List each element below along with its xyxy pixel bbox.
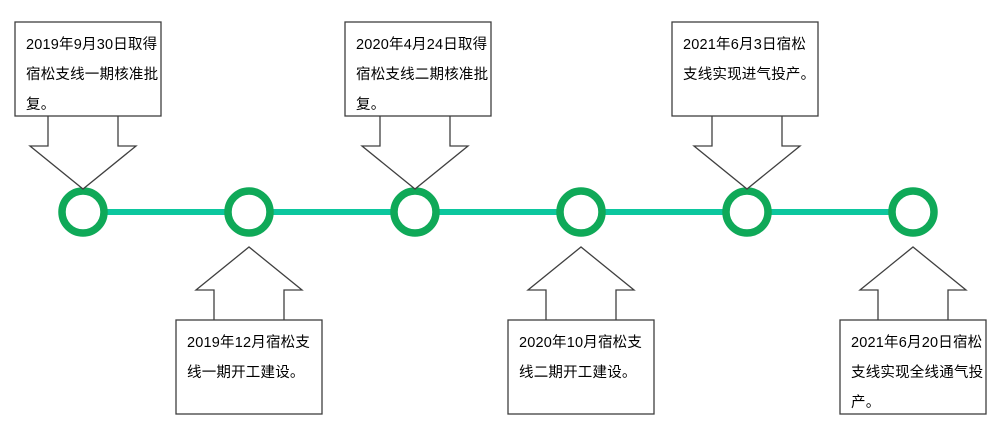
up-arrow-icon-3 xyxy=(858,246,968,322)
timeline-node-4[interactable] xyxy=(556,187,606,237)
callout-bottom-1-group[interactable] xyxy=(175,246,323,415)
callout-bottom-1-box[interactable] xyxy=(175,319,323,415)
callout-bottom-2-group[interactable] xyxy=(507,246,655,415)
up-arrow-icon-2 xyxy=(526,246,636,322)
down-arrow-icon-2 xyxy=(360,114,470,190)
callout-top-2-box[interactable] xyxy=(344,21,492,117)
timeline-node-5[interactable] xyxy=(722,187,772,237)
up-arrow-icon-1 xyxy=(194,246,304,322)
callout-top-1-box[interactable] xyxy=(14,21,162,117)
timeline-node-6[interactable] xyxy=(888,187,938,237)
down-arrow-icon-3 xyxy=(692,114,802,190)
timeline-node-1[interactable] xyxy=(58,187,108,237)
timeline-nodes xyxy=(58,187,938,237)
timeline-node-2[interactable] xyxy=(224,187,274,237)
callout-top-2-group[interactable] xyxy=(344,21,492,190)
callout-top-3-group[interactable] xyxy=(671,21,819,190)
timeline-node-3[interactable] xyxy=(390,187,440,237)
down-arrow-icon-1 xyxy=(28,114,138,190)
callout-bottom-3-group[interactable] xyxy=(839,246,987,415)
callout-top-3-box[interactable] xyxy=(671,21,819,117)
callout-bottom-3-box[interactable] xyxy=(839,319,987,415)
callout-bottom-2-box[interactable] xyxy=(507,319,655,415)
callout-top-1-group[interactable] xyxy=(14,21,162,190)
